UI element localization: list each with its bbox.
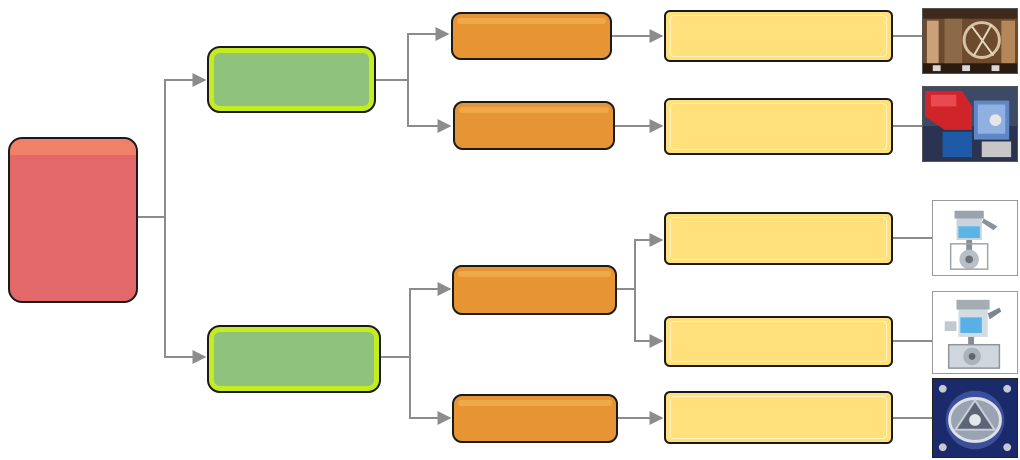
detail-node-5 (664, 391, 893, 444)
industrial-turbine-frame-photo (922, 8, 1018, 74)
sub-node-2-2 (452, 394, 618, 443)
piston-engine-cutaway-illustration (932, 200, 1018, 276)
branch-node-1 (207, 46, 376, 113)
rotary-wankel-engine-photo (932, 378, 1018, 458)
branch-node-2 (207, 325, 381, 393)
sub-node-1-2 (453, 101, 615, 150)
sub-node-2-1 (452, 265, 617, 315)
red-steam-turbine-machinery-photo (922, 86, 1018, 162)
sub-node-1-1 (451, 12, 612, 60)
detail-node-3 (664, 212, 893, 265)
detail-node-4 (664, 316, 893, 367)
two-stroke-engine-cutaway-illustration (932, 291, 1018, 374)
root-node (8, 137, 138, 303)
detail-node-1 (664, 10, 893, 62)
detail-node-2 (664, 98, 893, 155)
